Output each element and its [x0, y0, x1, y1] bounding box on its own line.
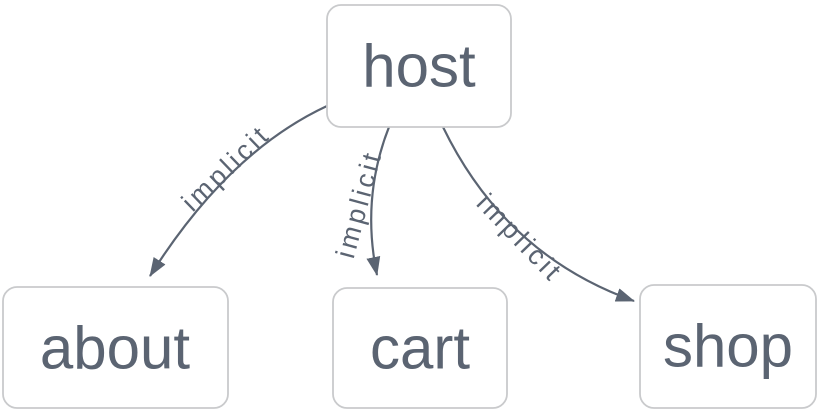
- node-shop-box: [639, 284, 817, 409]
- node-host[interactable]: host: [326, 4, 512, 128]
- node-host-label: host: [362, 33, 476, 100]
- edge-host-about-line: [149, 105, 328, 277]
- node-about[interactable]: about: [2, 286, 229, 409]
- node-cart[interactable]: cart: [332, 287, 508, 409]
- edge-host-shop: implicit: [442, 126, 635, 303]
- edge-host-cart: implicit: [330, 126, 391, 276]
- node-cart-box: [332, 287, 508, 409]
- edge-host-shop-line: [442, 126, 635, 303]
- node-host-box: [326, 4, 512, 128]
- edge-host-about: implicit: [149, 105, 328, 277]
- node-shop-label: shop: [663, 313, 793, 380]
- edge-host-shop-label: implicit: [471, 188, 569, 288]
- edge-host-cart-label: implicit: [330, 147, 388, 262]
- node-cart-label: cart: [370, 315, 470, 382]
- edge-host-cart-line: [366, 126, 391, 276]
- node-about-label: about: [40, 315, 190, 382]
- node-shop[interactable]: shop: [639, 284, 817, 409]
- edge-host-about-label: implicit: [176, 119, 276, 217]
- node-about-box: [2, 286, 229, 409]
